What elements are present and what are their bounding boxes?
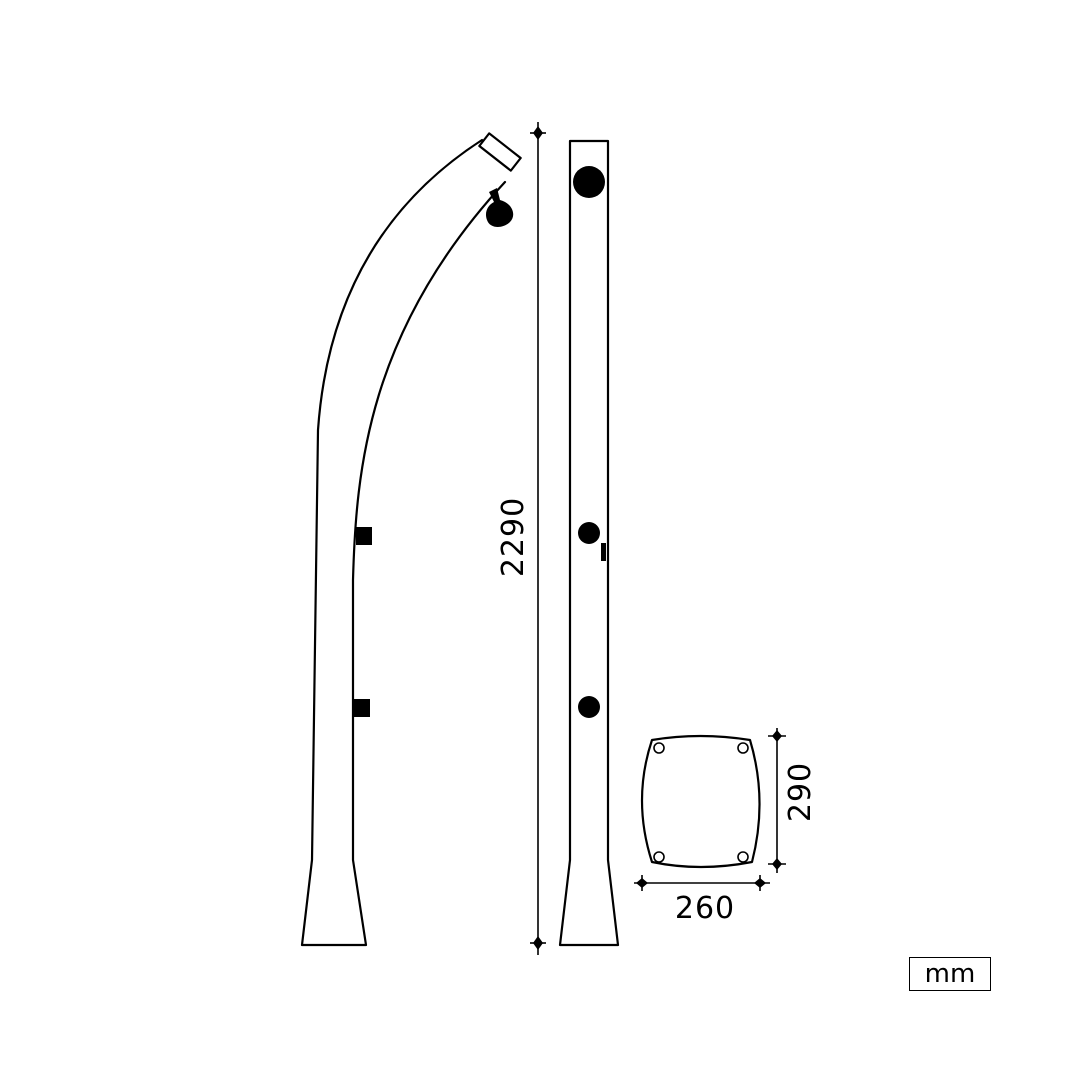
- base-width-dimension-label: 260: [675, 891, 735, 926]
- shower-nozzle-icon: [485, 188, 514, 228]
- unit-label: mm: [924, 959, 976, 989]
- front-view-shower-head: [573, 166, 605, 198]
- front-view: [558, 139, 620, 947]
- front-view-lower-tap: [578, 696, 600, 718]
- height-dimension-top-tick: [533, 126, 543, 140]
- unit-label-box: mm: [909, 957, 991, 991]
- side-view-lower-tap: [353, 699, 370, 717]
- front-view-upper-tap: [578, 522, 600, 544]
- side-view-upper-tap: [356, 527, 372, 545]
- side-view-column-outline: [300, 138, 507, 947]
- base-plate-bolt-hole-bottom-right: [737, 851, 749, 863]
- base-width-right-tick: [754, 878, 766, 888]
- base-plate: [640, 734, 761, 869]
- base-depth-dimension: 290: [768, 728, 818, 873]
- base-width-left-tick: [636, 878, 648, 888]
- base-depth-dimension-label: 290: [783, 762, 818, 822]
- height-dimension-label: 2290: [496, 497, 531, 577]
- height-dimension-bottom-tick: [533, 936, 543, 950]
- side-view-head-cap: [478, 132, 522, 172]
- height-dimension: 2290: [496, 122, 546, 955]
- base-plate-bolt-hole-top-right: [737, 742, 749, 754]
- front-view-column-outline: [558, 139, 620, 947]
- base-plate-bolt-hole-bottom-left: [653, 851, 665, 863]
- base-width-dimension: 260: [634, 875, 770, 926]
- base-depth-bottom-tick: [772, 858, 782, 870]
- base-depth-top-tick: [772, 730, 782, 742]
- side-view: [300, 132, 522, 947]
- base-plate-bolt-hole-top-left: [653, 742, 665, 754]
- base-plate-outline: [640, 734, 761, 869]
- front-view-side-lever: [601, 543, 606, 561]
